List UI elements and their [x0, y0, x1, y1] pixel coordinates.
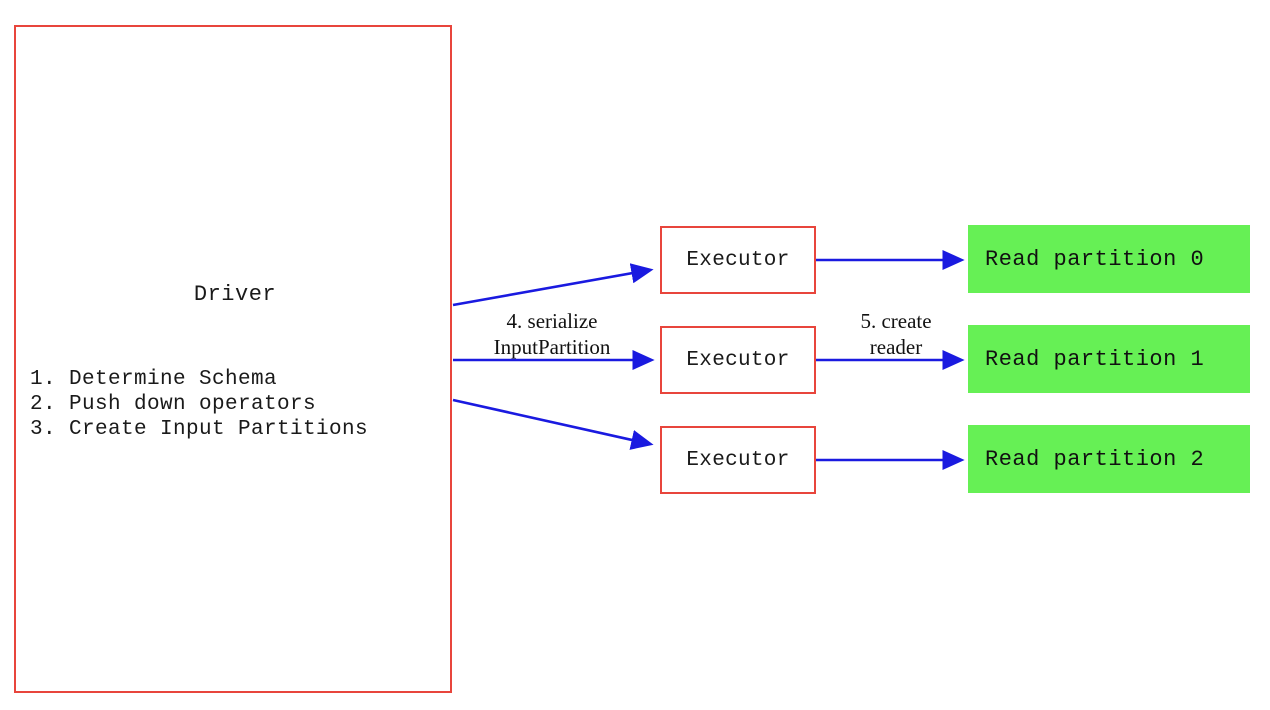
driver-box: Driver 1. Determine Schema 2. Push down …: [14, 25, 452, 693]
driver-title: Driver: [193, 282, 277, 307]
executor-box-3: Executor: [660, 426, 816, 494]
partition-box-0: Read partition 0: [968, 225, 1250, 293]
arrow-driver-to-executor-1: [452, 263, 654, 307]
executor-box-2: Executor: [660, 326, 816, 394]
edge-label-serialize: 4. serialize InputPartition: [493, 309, 611, 359]
arrow-driver-to-executor-3: [452, 398, 654, 450]
partition-box-2: Read partition 2: [968, 425, 1250, 493]
partition-box-1: Read partition 1: [968, 325, 1250, 393]
executor-box-1: Executor: [660, 226, 816, 294]
edge-label-create-reader: 5. create reader: [860, 309, 932, 359]
driver-steps-list: 1. Determine Schema 2. Push down operato…: [30, 368, 369, 441]
